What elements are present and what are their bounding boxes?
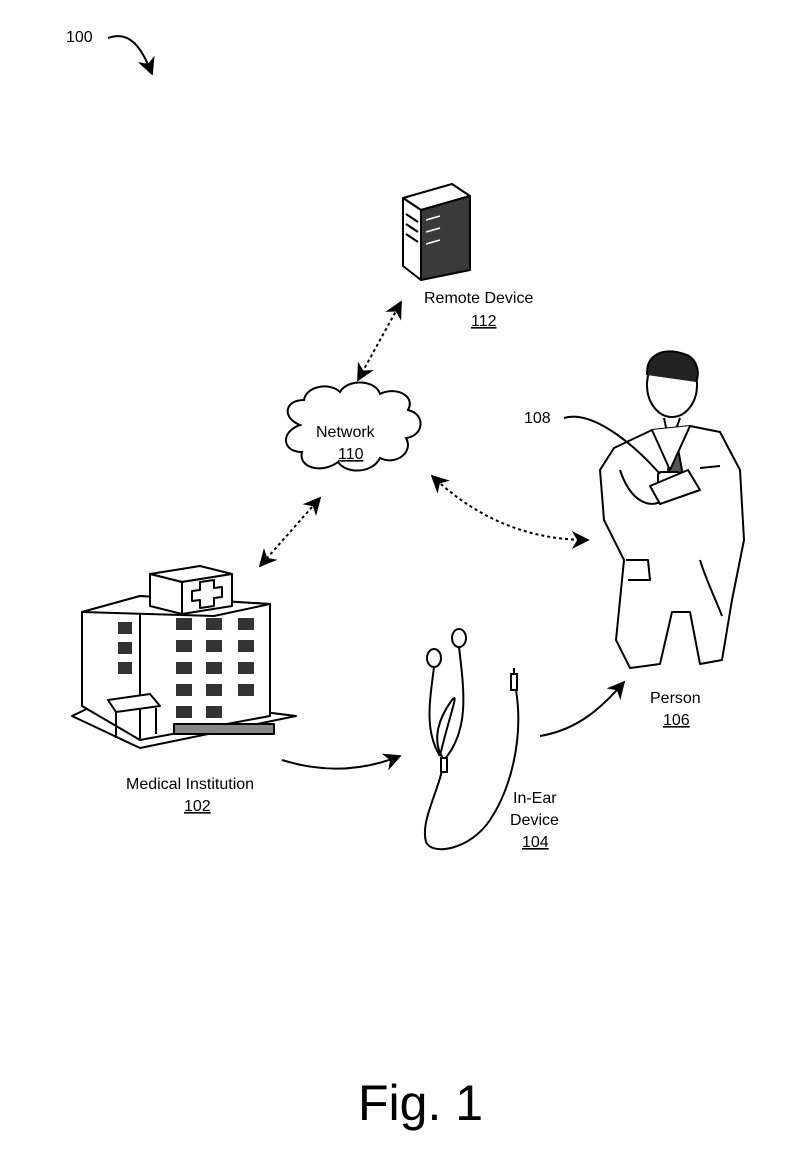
hospital-illustration [71,565,297,749]
person-illustration [599,350,745,669]
person-ref: 106 [663,712,690,729]
mobile-device-leader [563,415,661,475]
earphones-illustration [423,628,520,851]
link-remote-network [357,300,402,382]
link-network-person [430,474,590,549]
remote-device-label: Remote Device [424,290,533,307]
medical-institution-ref: 102 [184,798,211,815]
figure-caption: Fig. 1 [358,1075,483,1131]
remote-device-ref: 112 [471,313,497,330]
in-ear-device-label-line2: Device [510,812,559,829]
person-label: Person [650,690,701,707]
in-ear-device-ref: 104 [522,834,549,851]
server-icon [402,183,471,281]
arrow-medical-to-inear [281,753,402,771]
figure-number-arrow [107,35,155,76]
link-network-medical [258,496,322,568]
figure-number: 100 [66,29,93,46]
network-ref: 110 [338,446,364,463]
network-cloud [285,381,422,472]
medical-institution-label: Medical Institution [126,776,254,793]
network-label: Network [316,424,376,441]
in-ear-device-label-line1: In-Ear [513,790,557,807]
arrow-inear-to-person [539,680,626,737]
mobile-device-ref: 108 [524,410,551,427]
